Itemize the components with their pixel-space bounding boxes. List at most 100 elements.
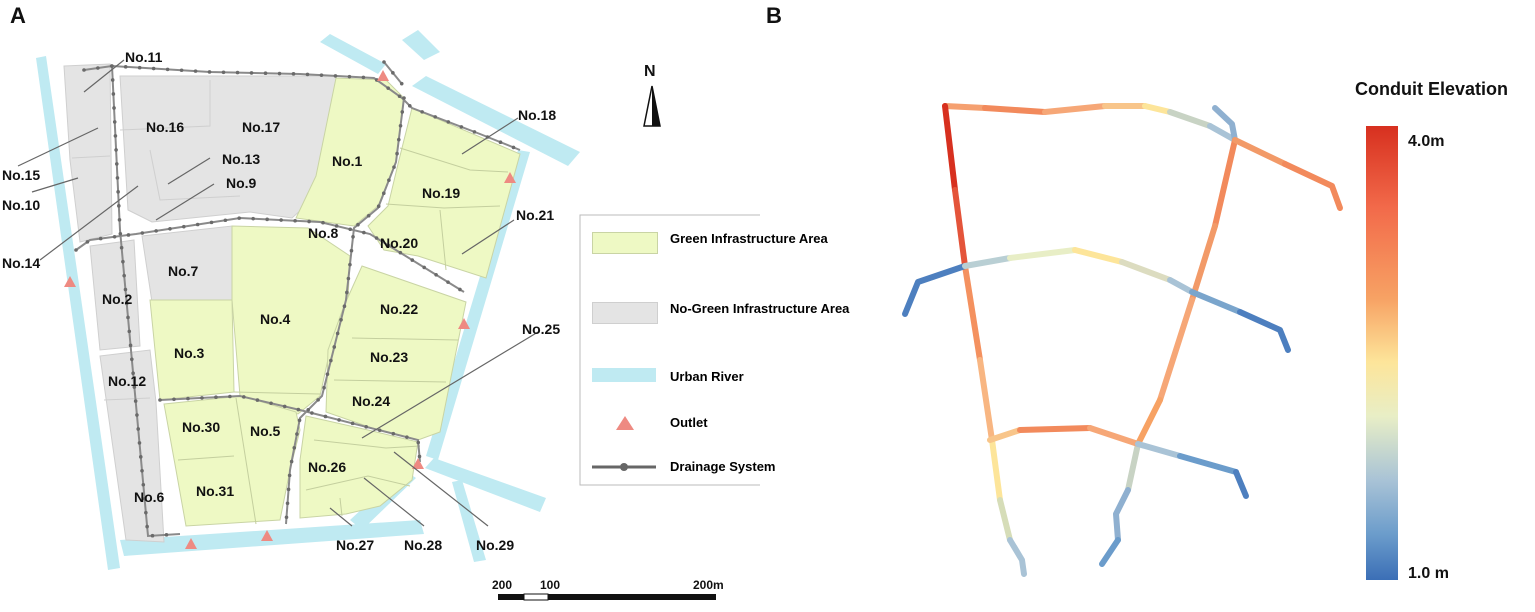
colorbar-gradient: [1366, 126, 1398, 580]
drainage-node: [387, 178, 391, 182]
drainage-node: [209, 220, 214, 225]
drainage-node: [295, 432, 299, 436]
drainage-node: [322, 385, 326, 390]
drainage-node: [269, 401, 273, 406]
drainage-node: [119, 245, 124, 250]
conduit-segment: [1282, 161, 1343, 211]
drainage-node: [361, 75, 366, 80]
drainage-node: [82, 68, 86, 72]
drainage-node: [349, 248, 354, 253]
drainage-node: [221, 70, 226, 75]
drainage-node: [249, 71, 254, 75]
drainage-node: [123, 287, 128, 292]
conduit-segment: [982, 105, 1048, 115]
conduit-segment: [1125, 441, 1141, 493]
land-use-map: No.11 No.16 No.17 No.13 No.9 No.15 No.10…: [2, 30, 760, 601]
drainage-node: [110, 64, 114, 68]
outlet-marker: [412, 458, 424, 469]
plot-label-12: No.12: [108, 373, 146, 389]
plot-label-6: No.6: [134, 489, 165, 505]
outlet-marker: [458, 318, 470, 329]
conduit-segment: [1042, 103, 1108, 115]
drainage-node: [151, 66, 156, 71]
drainage-node: [292, 446, 297, 450]
drainage-node: [400, 110, 405, 114]
drainage-node: [117, 218, 122, 222]
conduit-segment: [1212, 137, 1238, 229]
legend-label-nogreen: No-Green Infrastructure Area: [670, 301, 850, 316]
plot-label-30: No.30: [182, 419, 220, 435]
plot-label-1: No.1: [332, 153, 363, 169]
drainage-node: [263, 71, 268, 76]
drainage-node: [345, 290, 349, 295]
drainage-node: [498, 140, 503, 144]
drainage-node: [386, 86, 390, 90]
plot-label-14: No.14: [2, 255, 40, 271]
conduit-segment: [902, 263, 968, 317]
drainage-node: [348, 227, 353, 232]
drainage-node: [381, 191, 386, 195]
plot-label-25: No.25: [522, 321, 560, 337]
outlet-marker: [64, 276, 76, 287]
drainage-node: [391, 431, 396, 436]
drainage-node: [251, 216, 255, 221]
colorbar-title: Conduit Elevation: [1355, 79, 1508, 99]
drainage-node: [459, 125, 464, 129]
drainage-node: [391, 71, 395, 75]
scale-label-100: 100: [540, 578, 560, 592]
north-label: N: [644, 63, 656, 80]
drainage-node: [112, 120, 117, 124]
drainage-node: [422, 265, 426, 270]
conduit-segment: [1099, 537, 1121, 567]
panel-b-letter: B: [766, 3, 782, 28]
plot-label-15: No.15: [2, 167, 40, 183]
drainage-node: [140, 231, 145, 235]
drainage-node: [323, 414, 328, 419]
drainage-node: [123, 65, 128, 69]
conduit-segment: [1167, 277, 1195, 295]
drainage-node: [130, 357, 134, 362]
drainage-node: [366, 213, 371, 218]
plot-label-24: No.24: [352, 393, 390, 409]
outlet-marker: [261, 530, 273, 541]
conduit-segment: [1189, 289, 1243, 315]
drainage-node: [397, 94, 402, 99]
color-bar: Conduit Elevation 4.0m 1.0 m: [1355, 79, 1508, 582]
drainage-node: [347, 74, 352, 79]
conduit-segment: [1113, 487, 1131, 543]
plot-label-18: No.18: [518, 107, 556, 123]
plot-label-22: No.22: [380, 301, 418, 317]
drainage-node: [255, 398, 260, 402]
plot-label-9: No.9: [226, 175, 257, 191]
conduit-segment: [1007, 537, 1027, 577]
drainage-node: [111, 92, 116, 96]
drainage-node: [96, 66, 100, 70]
legend-label-green: Green Infrastructure Area: [670, 231, 828, 246]
plot-label-27: No.27: [336, 537, 374, 553]
drainage-node: [386, 243, 391, 248]
drainage-node: [137, 441, 142, 445]
drainage-node: [329, 358, 333, 363]
drainage-node: [316, 398, 320, 402]
drainage-node: [214, 395, 218, 400]
plot-label-31: No.31: [196, 483, 234, 499]
conduit-segment: [1212, 105, 1238, 143]
drainage-node: [186, 396, 190, 401]
drainage-node: [200, 396, 204, 400]
conduit-segment: [1142, 103, 1173, 115]
drainage-node: [282, 404, 287, 409]
drainage-node: [127, 329, 132, 334]
drainage-node: [410, 258, 415, 262]
drainage-node: [374, 236, 379, 240]
plot-label-21: No.21: [516, 207, 554, 223]
plot-label-5: No.5: [250, 423, 281, 439]
drainage-node: [124, 301, 129, 306]
plot-label-11: No.11: [125, 49, 163, 65]
scale-bar: 200 100 200m: [492, 578, 724, 601]
drainage-node: [285, 501, 290, 506]
drainage-node: [310, 411, 314, 415]
drainage-node: [398, 250, 403, 255]
conduit-segment: [962, 255, 1013, 269]
drainage-node: [132, 385, 137, 389]
drainage-node: [135, 413, 139, 417]
